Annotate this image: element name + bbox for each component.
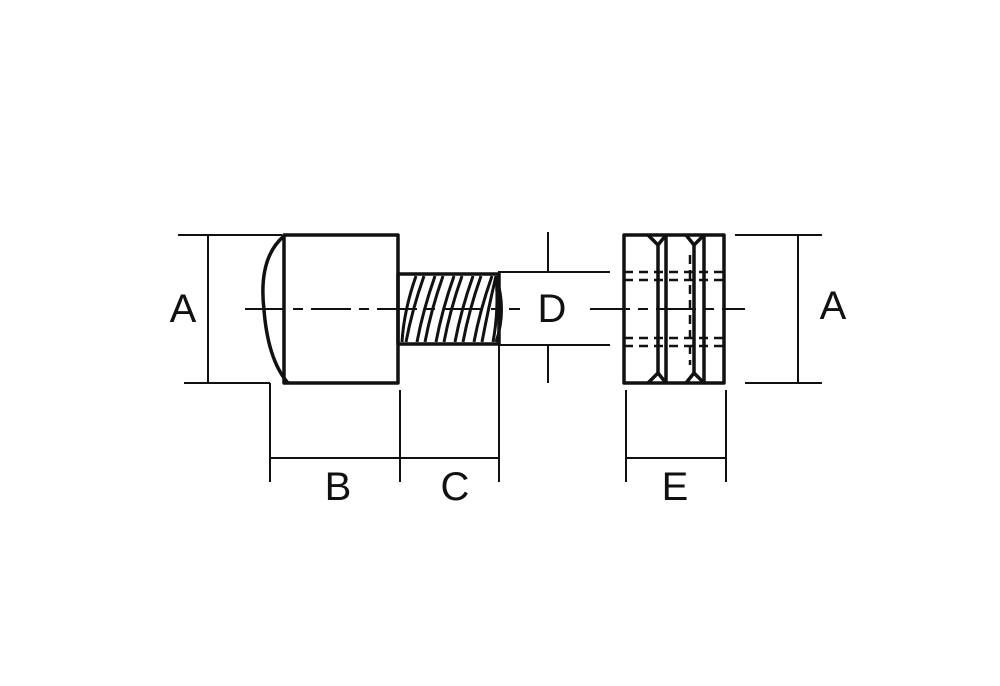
label-b: B [325,465,352,509]
label-e: E [662,465,689,509]
dimension-a-right: A [735,234,847,384]
thread-line [494,275,503,343]
dimension-d: D [498,232,610,383]
dimension-b-c: B C [269,346,500,509]
label-c: C [441,465,470,509]
label-d: D [538,287,567,331]
thread-line [415,275,437,343]
label-a-right: A [820,284,847,328]
dimension-a-left: A [170,234,282,384]
thread-line [480,275,498,343]
label-a-left: A [170,287,197,331]
nut-hidden-threads [624,255,724,365]
dimension-e: E [625,390,727,509]
